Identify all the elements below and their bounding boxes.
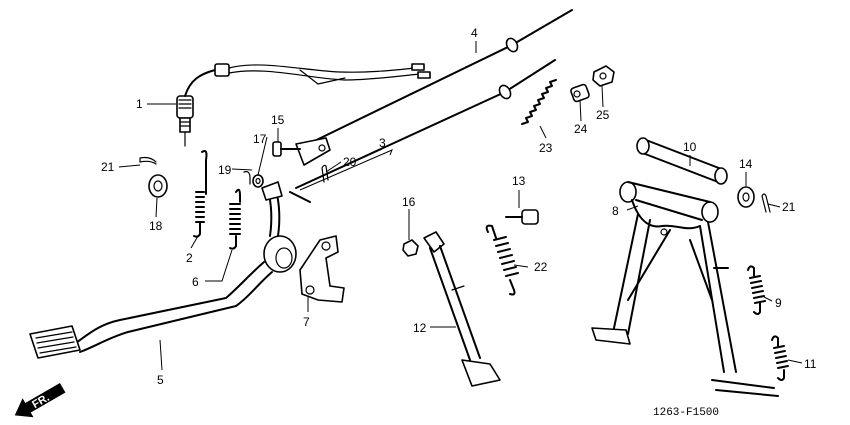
return-spring xyxy=(193,150,208,238)
callout-25: 25 xyxy=(596,108,610,122)
callout-8: 8 xyxy=(612,204,619,218)
main-stand-spring-lower xyxy=(771,335,789,381)
callout-11: 11 xyxy=(804,357,817,371)
callout-17: 17 xyxy=(253,132,267,146)
washer-small-inner xyxy=(255,177,261,185)
callouts: 1 2 3 4 5 6 7 8 9 10 11 12 13 14 15 16 1… xyxy=(101,26,817,387)
callout-14: 14 xyxy=(739,157,753,171)
drawing-code: 1263-F1500 xyxy=(653,407,719,419)
clip xyxy=(243,171,251,185)
nut xyxy=(402,239,419,257)
callout-21-left: 21 xyxy=(101,160,115,174)
callout-16: 16 xyxy=(402,195,416,209)
callout-15: 15 xyxy=(271,113,285,127)
callout-6: 6 xyxy=(192,275,199,289)
pin xyxy=(272,141,301,157)
brake-spring xyxy=(521,79,557,125)
washer-small xyxy=(252,174,264,188)
brake-rod xyxy=(295,9,573,166)
washer-right xyxy=(737,186,755,208)
adjusting-nut xyxy=(592,65,615,87)
callout-2: 2 xyxy=(186,251,193,265)
callout-7: 7 xyxy=(303,315,310,329)
main-stand xyxy=(591,181,779,397)
callout-23: 23 xyxy=(539,141,553,155)
side-stand-bolt xyxy=(505,209,539,225)
cotter-pin-left xyxy=(139,156,157,165)
brake-rod-lower xyxy=(289,59,556,203)
callout-4: 4 xyxy=(471,26,478,40)
leader-lines xyxy=(118,41,803,371)
callout-20: 20 xyxy=(343,155,357,169)
callout-10: 10 xyxy=(683,140,697,154)
callout-3: 3 xyxy=(379,136,386,150)
callout-19: 19 xyxy=(218,163,232,177)
main-stand-spring-upper xyxy=(747,265,766,315)
callout-22: 22 xyxy=(534,260,548,274)
callout-21-right: 21 xyxy=(782,200,796,214)
callout-12: 12 xyxy=(413,321,427,335)
washer-left xyxy=(148,174,168,198)
side-stand xyxy=(423,231,501,387)
callout-13: 13 xyxy=(512,174,526,188)
callout-9: 9 xyxy=(775,296,782,310)
brake-pedal xyxy=(29,181,297,359)
cotter-pin-right xyxy=(761,193,771,213)
brake-pedal-spring xyxy=(229,188,241,250)
pivot-pipe xyxy=(636,137,728,185)
callout-18: 18 xyxy=(149,219,163,233)
front-direction-arrow: FR. xyxy=(14,382,66,418)
callout-1: 1 xyxy=(136,97,143,111)
callout-24: 24 xyxy=(574,122,588,136)
joint xyxy=(570,83,590,103)
pedal-bracket xyxy=(299,235,345,303)
callout-5: 5 xyxy=(157,373,164,387)
stop-switch xyxy=(176,63,431,147)
side-stand-spring xyxy=(485,224,519,296)
